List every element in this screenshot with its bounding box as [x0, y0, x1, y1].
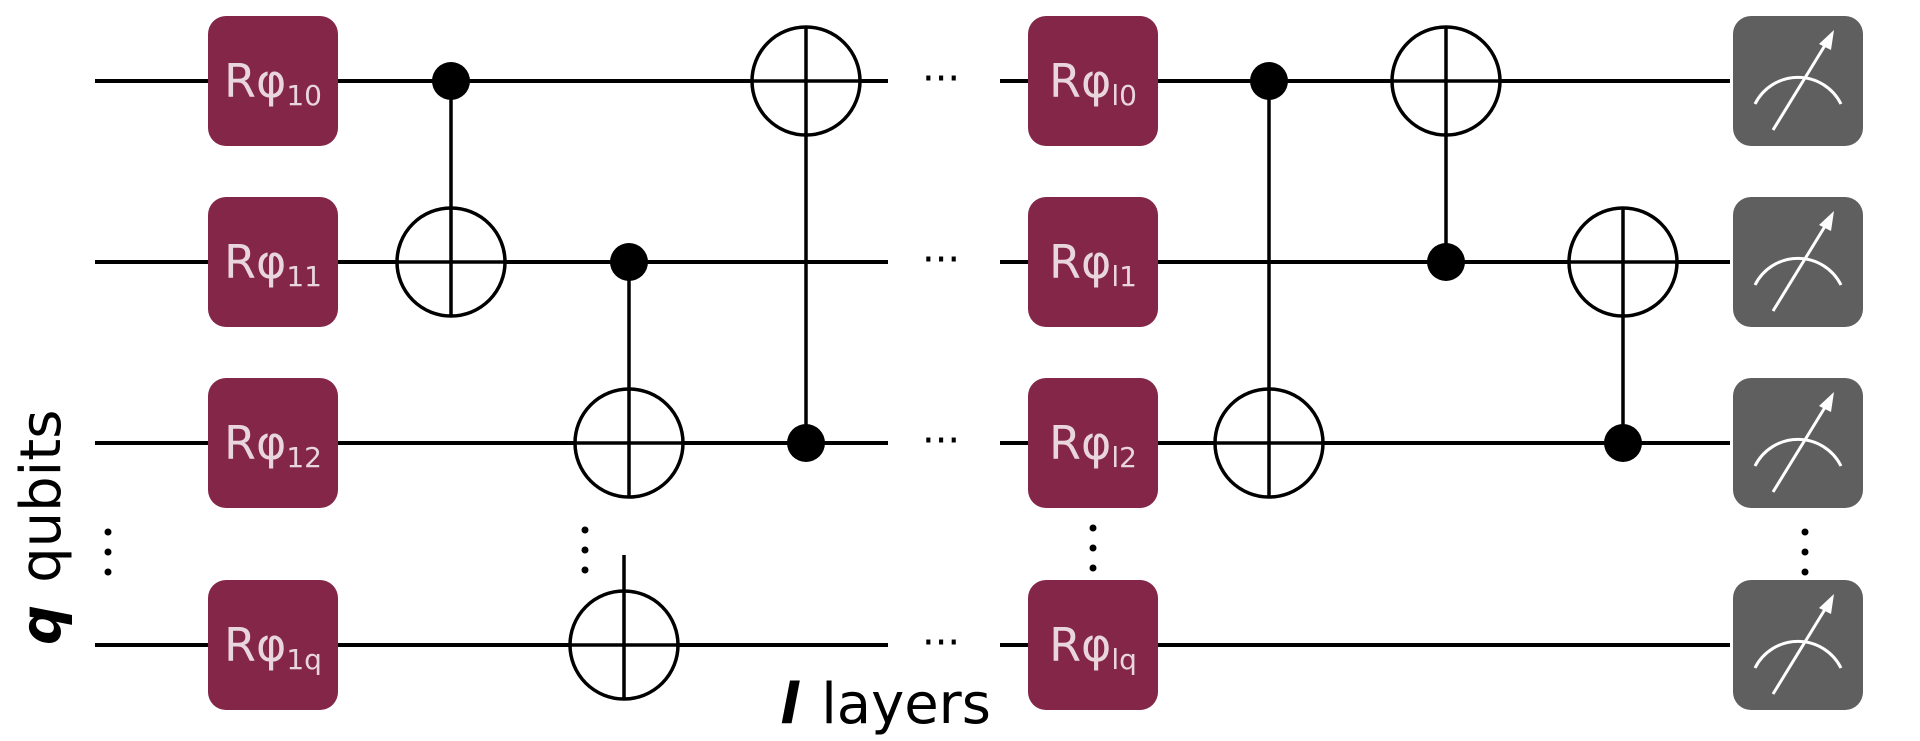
first-layer-gates: Rφ10 Rφ11 Rφ12 Rφ1q — [208, 16, 338, 710]
cnot2-target — [573, 387, 685, 499]
cnot7-target — [1567, 206, 1679, 318]
qubits-axis-label: qqubits — [9, 410, 74, 645]
gate-r-12: Rφ12 — [208, 378, 338, 508]
vdots-cnot-2 — [581, 546, 589, 554]
ellipsis-q2: ··· — [922, 418, 960, 464]
last-layer-gates: Rφl0 Rφl1 Rφl2 Rφlq — [1028, 16, 1158, 710]
cnot3-target — [750, 25, 862, 137]
cnot1-control — [432, 62, 470, 100]
gate-r-lq-label: Rφlq — [1049, 618, 1137, 676]
vdots-left-2 — [104, 548, 112, 556]
cnot1-target — [395, 206, 507, 318]
vertical-ellipses — [104, 524, 1809, 576]
ellipsis-q1: ··· — [922, 237, 960, 283]
gate-r-l1-box — [1028, 197, 1158, 327]
vdots-cnot-1 — [581, 526, 589, 534]
gate-r-1q: Rφ1q — [208, 580, 338, 710]
gate-r-11-label: Rφ11 — [224, 235, 322, 293]
meter-icon-q1 — [1733, 197, 1863, 327]
cnot-targets — [395, 25, 1679, 701]
gate-r-11: Rφ11 — [208, 197, 338, 327]
vdots-meter-2 — [1801, 548, 1809, 556]
vdots-gate-1 — [1089, 524, 1097, 532]
gate-r-10-box — [208, 16, 338, 146]
gate-r-l2-box — [1028, 378, 1158, 508]
qubits-label: qqubits — [9, 410, 74, 645]
gate-r-1q-box — [208, 580, 338, 710]
gate-r-l1-label: Rφl1 — [1049, 235, 1137, 293]
gate-r-l2: Rφl2 — [1028, 378, 1158, 508]
gate-r-l0-label: Rφl0 — [1049, 54, 1137, 112]
ellipsis-q0: ··· — [922, 56, 960, 102]
cnot2-control — [610, 243, 648, 281]
cnot4-target — [568, 589, 680, 701]
gate-r-10-label: Rφ10 — [224, 54, 322, 112]
qubit-wires — [95, 79, 1730, 647]
gate-r-12-box — [208, 378, 338, 508]
gate-r-lq: Rφlq — [1028, 580, 1158, 710]
cnot3-control — [787, 424, 825, 462]
vdots-gate-3 — [1089, 564, 1097, 572]
cnot5-target — [1213, 387, 1325, 499]
cnot5-control — [1250, 62, 1288, 100]
measurements — [1733, 16, 1863, 710]
gate-r-10: Rφ10 — [208, 16, 338, 146]
cnot6-target — [1390, 25, 1502, 137]
gate-r-l0-box — [1028, 16, 1158, 146]
vdots-meter-3 — [1801, 568, 1809, 576]
meter-icon-qq — [1733, 580, 1863, 710]
gate-r-11-box — [208, 197, 338, 327]
vdots-cnot-3 — [581, 566, 589, 574]
meter-icon-q0 — [1733, 16, 1863, 146]
gate-r-l1: Rφl1 — [1028, 197, 1158, 327]
gate-r-l2-label: Rφl2 — [1049, 416, 1137, 474]
vdots-meter-1 — [1801, 528, 1809, 536]
vdots-left-3 — [104, 568, 112, 576]
ellipsis-qq: ··· — [922, 620, 960, 666]
cnot7-control — [1604, 424, 1642, 462]
gate-r-12-label: Rφ12 — [224, 416, 322, 474]
meter-icon-q2 — [1733, 378, 1863, 508]
cnot6-control — [1427, 243, 1465, 281]
gate-r-1q-label: Rφ1q — [224, 618, 322, 676]
layer-ellipses: ··· ··· ··· ··· — [922, 56, 960, 666]
gate-r-lq-box — [1028, 580, 1158, 710]
vdots-gate-2 — [1089, 544, 1097, 552]
cnot-controls — [432, 62, 1642, 462]
gate-r-l0: Rφl0 — [1028, 16, 1158, 146]
vdots-left-1 — [104, 528, 112, 536]
